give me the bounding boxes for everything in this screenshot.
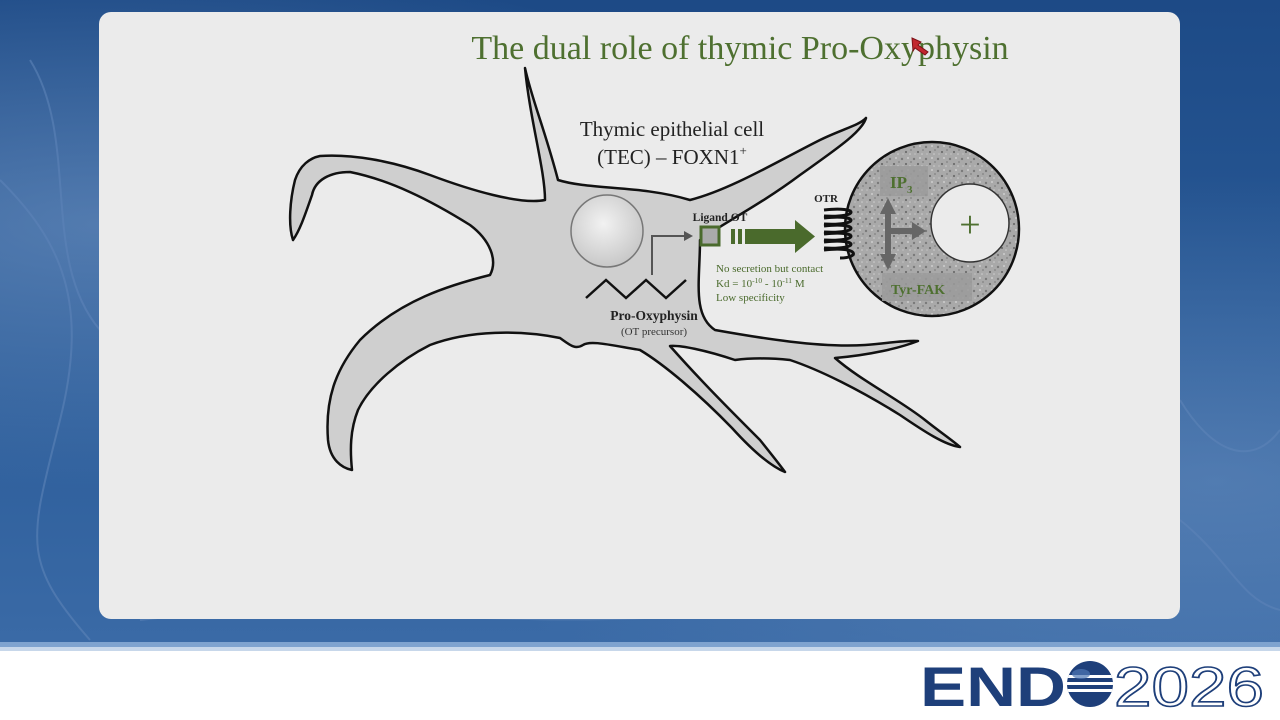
signal-arrow bbox=[731, 220, 815, 253]
tyr-fak-box bbox=[882, 273, 972, 301]
ip3-box bbox=[880, 166, 928, 196]
target-nucleus bbox=[930, 183, 1010, 263]
logo-text: END bbox=[920, 655, 1066, 714]
ligand-ot-box bbox=[699, 225, 721, 247]
note-line3: Low specificity bbox=[716, 292, 785, 304]
note-line1: No secretion but contact bbox=[716, 263, 823, 275]
tyr-fak-label: Tyr-FAK bbox=[891, 283, 945, 298]
gene-label: Pro-Oxyphysin bbox=[610, 308, 698, 323]
cell-label-line1: Thymic epithelial cell bbox=[580, 117, 764, 141]
tec-nucleus bbox=[570, 194, 644, 268]
gene-zigzag-icon bbox=[585, 278, 687, 300]
receptor-coil-icon bbox=[823, 207, 855, 260]
logo-year: 2026 bbox=[1114, 655, 1264, 714]
pointer-cursor-icon bbox=[911, 37, 929, 56]
promoter-arrow-icon bbox=[651, 235, 684, 275]
endo-2026-logo: END 2026 bbox=[920, 654, 1265, 714]
logo-globe-icon bbox=[1067, 661, 1113, 707]
signaling-arrows bbox=[880, 198, 926, 270]
otr-label: OTR bbox=[814, 193, 839, 205]
promoter-arrowhead bbox=[684, 231, 693, 241]
cell-label-line2: (TEC) – FOXN1+ bbox=[597, 143, 747, 169]
note-kd: Kd = 10-10 - 10-11 M bbox=[716, 276, 805, 290]
plus-sign: + bbox=[959, 204, 980, 246]
ip3-label: IP3 bbox=[890, 173, 913, 196]
ligand-label: Ligand OT bbox=[693, 212, 748, 224]
footer-stripe-dark bbox=[0, 642, 1280, 647]
gene-sublabel: (OT precursor) bbox=[621, 326, 687, 338]
footer-stripe-light bbox=[0, 647, 1280, 651]
